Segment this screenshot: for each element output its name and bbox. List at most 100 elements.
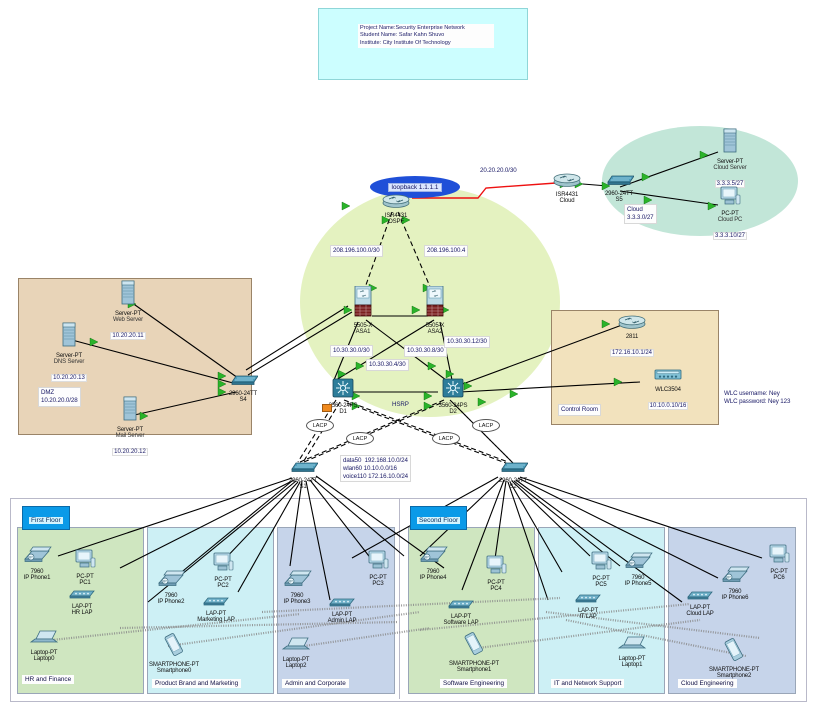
- device-ip-phone1[interactable]: IP 7960 IP Phone1: [14, 546, 60, 582]
- device-s4[interactable]: 2960-24TT S4: [218, 372, 268, 404]
- device-software-lap[interactable]: LAP-PT Software LAP: [432, 596, 490, 627]
- device-dmz-server-2[interactable]: Server-PT DNS Server 10.20.20.13: [45, 322, 93, 384]
- pc-icon: [213, 552, 234, 571]
- pc-icon: [720, 186, 741, 205]
- device-it-lap[interactable]: LAP-PT IT LAP: [562, 590, 614, 621]
- device-isr4431-edge[interactable]: ISR4431 OSPF: [372, 193, 420, 226]
- cloud-server-model: Server-PT: [717, 159, 743, 165]
- wlc-icon: [654, 369, 682, 380]
- device-dmz-server-3[interactable]: Server-PT Mail Server 10.20.20.12: [106, 396, 154, 458]
- s4-name: S4: [239, 396, 247, 403]
- lacp-badge-4: LACP: [472, 419, 500, 432]
- device-pc1[interactable]: PC-PT PC1: [62, 549, 108, 587]
- device-cloud-pc[interactable]: PC-PT Cloud PC 3.3.3.10/27: [706, 186, 754, 242]
- floor-tag-first-label: First Floor: [29, 517, 63, 524]
- device-cloud-lap[interactable]: LAP-PT Cloud LAP: [674, 587, 726, 618]
- cloud-lap-name: Cloud LAP: [686, 610, 714, 617]
- ip-phone-icon: IP: [625, 552, 653, 568]
- device-marketing-lap[interactable]: LAP-PT Marketing LAP: [186, 593, 246, 624]
- smartphone0-name: Smartphone0: [156, 667, 192, 674]
- svg-text:IP: IP: [29, 556, 33, 560]
- hr-lap-model: LAP-PT: [71, 604, 93, 610]
- asa1-name: ASA1: [355, 328, 371, 335]
- room-name-software: Software Engineering: [440, 679, 508, 688]
- label-core-link-right: 208.196.100.4: [424, 245, 469, 257]
- s1-name: S1: [299, 483, 307, 490]
- asa2-name: ASA2: [427, 328, 443, 335]
- device-2811-router[interactable]: 2811 172.16.10.1/24: [608, 314, 656, 359]
- dmz-server-3-name: Mail Server: [115, 432, 145, 439]
- device-admin-lap[interactable]: LAP-PT Admin LAP: [316, 594, 368, 625]
- device-pc2[interactable]: PC-PT PC2: [200, 552, 246, 590]
- device-asa1[interactable]: 5505-X ASA1: [340, 285, 386, 336]
- device-s2[interactable]: 2960-24TT S2: [488, 459, 538, 491]
- device-pc6[interactable]: PC-PT PC6: [756, 544, 802, 582]
- device-wlc3504[interactable]: WLC3504 10.10.0.10/16: [642, 368, 694, 412]
- room-name-it: IT and Network Support: [551, 679, 625, 688]
- device-pc5[interactable]: PC-PT PC5: [578, 551, 624, 589]
- device-smartphone1[interactable]: SMARTPHONE-PT Smartphone1: [440, 632, 508, 674]
- server-icon: [123, 396, 137, 421]
- pc3-name: PC3: [372, 580, 384, 587]
- software-lap-model: LAP-PT: [450, 614, 472, 620]
- device-laptop1[interactable]: Laptop-PT Laptop1: [606, 635, 658, 669]
- lacp-badge-3: LACP: [432, 432, 460, 445]
- student-name: Student Name: Safar Kahn Shuvo: [360, 32, 445, 39]
- device-d2[interactable]: 3560-24PS D2: [428, 378, 478, 416]
- device-cloud-server[interactable]: Server-PT Cloud Server 3.3.3.5/27: [706, 128, 754, 190]
- ip-phone2-name: IP Phone2: [157, 598, 185, 605]
- laptop1-name: Laptop1: [621, 661, 643, 668]
- ip-phone6-name: IP Phone6: [721, 594, 749, 601]
- cloud-pc-name: Cloud PC: [717, 216, 743, 223]
- device-ip-phone4[interactable]: IP 7960 IP Phone4: [410, 546, 456, 582]
- lacp-badge-2: LACP: [346, 432, 374, 445]
- loopback-badge: loopback 1.1.1.1: [370, 176, 460, 198]
- ip-phone1-name: IP Phone1: [23, 574, 51, 581]
- pc4-name: PC4: [490, 585, 502, 592]
- dmz-server-2-ip: 10.20.20.13: [51, 373, 87, 382]
- device-ip-phone3[interactable]: IP 7960 IP Phone3: [274, 570, 320, 606]
- device-d1[interactable]: 3560-24PS D1: [318, 378, 368, 416]
- device-s1[interactable]: 2960-24TT S1: [278, 459, 328, 491]
- pc5-name: PC5: [595, 581, 607, 588]
- cloud-pc-model: PC-PT: [721, 211, 739, 217]
- switch-icon: [607, 175, 635, 185]
- device-laptop2[interactable]: Laptop-PT Laptop2: [270, 636, 322, 670]
- cloud-router-name: ISR4431: [555, 192, 579, 198]
- wlc-ip: 10.10.0.10/16: [647, 401, 689, 410]
- pc-icon: [486, 555, 507, 574]
- dmz-server-2-model: Server-PT: [56, 353, 82, 359]
- device-dmz-server-1[interactable]: Server-PT Web Server 10.20.20.11: [104, 280, 152, 342]
- server-icon: [121, 280, 135, 305]
- admin-lap-name: Admin LAP: [327, 617, 357, 624]
- room-name-hr: HR and Finance: [22, 675, 75, 684]
- device-ip-phone2[interactable]: IP 7960 IP Phone2: [148, 570, 194, 606]
- pc1-model: PC-PT: [76, 574, 94, 580]
- pc-icon: [368, 550, 389, 569]
- lacp-label: LACP: [352, 435, 368, 442]
- d2-name: D2: [449, 408, 457, 415]
- floor-divider: [399, 499, 400, 699]
- device-s5[interactable]: 2960-24TT S5: [594, 172, 644, 204]
- laptop-icon: [29, 630, 59, 643]
- pc2-name: PC2: [217, 582, 229, 589]
- smartphone0-model: SMARTPHONE-PT: [149, 662, 199, 668]
- device-ip-phone5[interactable]: IP 7960 IP Phone5: [615, 552, 661, 588]
- device-ip-phone6[interactable]: IP 7960 IP Phone6: [712, 566, 758, 602]
- device-laptop0[interactable]: Laptop-PT Laptop0: [18, 629, 70, 663]
- smartphone2-name: Smartphone2: [716, 672, 752, 679]
- device-cloud-router[interactable]: ISR4431 Cloud: [543, 172, 591, 205]
- d2-model: 3560-24PS: [438, 403, 468, 409]
- software-lap-name: Software LAP: [443, 619, 479, 626]
- label-hsrp: HSRP: [392, 401, 409, 408]
- device-smartphone0[interactable]: SMARTPHONE-PT Smartphone0: [140, 633, 208, 675]
- device-hr-lap[interactable]: LAP-PT HR LAP: [56, 586, 108, 617]
- device-pc4[interactable]: PC-PT PC4: [473, 555, 519, 593]
- dmz-server-3-ip: 10.20.20.12: [112, 447, 148, 456]
- device-pc3[interactable]: PC-PT PC3: [355, 550, 401, 588]
- laptop1-model: Laptop-PT: [618, 656, 646, 662]
- device-smartphone2[interactable]: SMARTPHONE-PT Smartphone2: [700, 638, 768, 680]
- label-core-link-left: 208.196.100.0/30: [330, 245, 383, 257]
- device-asa2[interactable]: 5505-X ASA2: [412, 285, 458, 336]
